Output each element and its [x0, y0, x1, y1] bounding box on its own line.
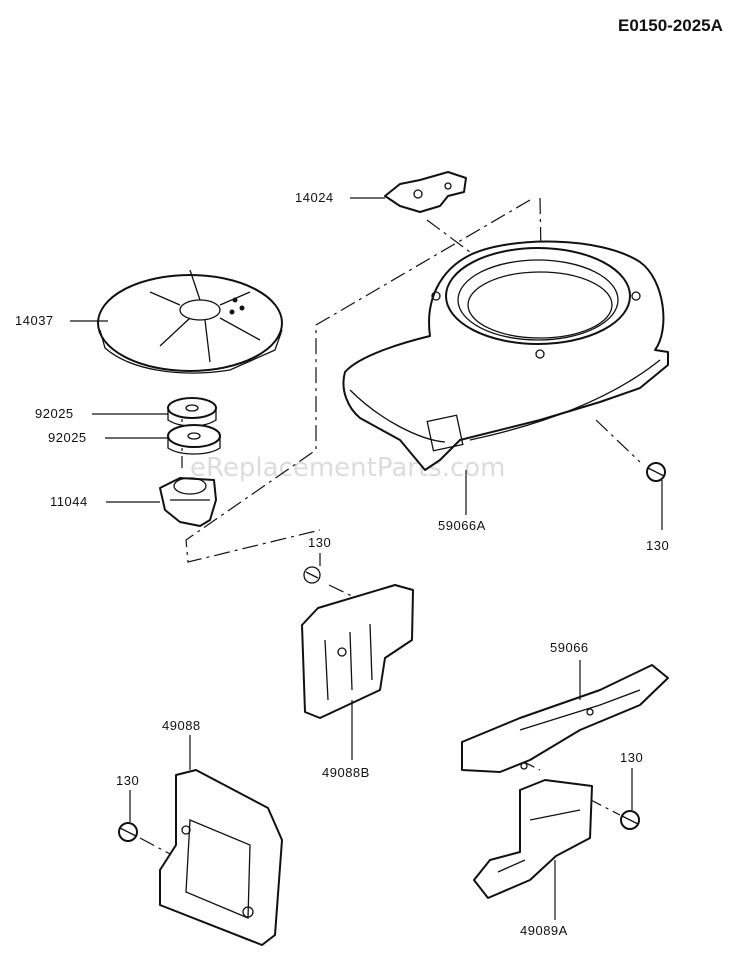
label-130-left: 130 — [116, 773, 139, 788]
part-49088-bracket[interactable] — [159, 769, 283, 946]
part-130-bolt-right[interactable] — [620, 810, 640, 830]
label-49088: 49088 — [162, 718, 201, 733]
part-labels: 14024 14037 92025 92025 11044 59066A 130… — [15, 190, 669, 938]
label-49089a: 49089A — [520, 923, 568, 938]
leader-lines — [70, 197, 663, 920]
part-49088b-plate[interactable] — [301, 566, 414, 719]
part-59066a-fan-housing[interactable] — [342, 240, 669, 471]
part-14024-bracket[interactable] — [384, 171, 467, 213]
label-130-right: 130 — [620, 750, 643, 765]
label-11044: 11044 — [50, 494, 88, 509]
watermark: eReplacementParts.com — [190, 453, 506, 483]
part-130-bolt-housing[interactable] — [646, 462, 666, 482]
part-92025-spacer-lower[interactable] — [167, 424, 221, 455]
part-14037-fan-disc[interactable] — [97, 269, 283, 374]
part-59066-cover[interactable] — [461, 664, 669, 773]
label-92025-upper: 92025 — [35, 406, 74, 421]
label-14037: 14037 — [15, 313, 54, 328]
label-14024: 14024 — [295, 190, 334, 205]
label-130-housing: 130 — [646, 538, 669, 553]
part-92025-spacer-upper[interactable] — [167, 397, 217, 427]
part-11044-hub[interactable] — [159, 477, 217, 527]
part-130-bolt-left[interactable] — [118, 822, 138, 842]
part-49089a-guard[interactable] — [473, 779, 593, 899]
label-59066a: 59066A — [438, 518, 486, 533]
label-92025-lower: 92025 — [48, 430, 87, 445]
label-130-plate: 130 — [308, 535, 331, 550]
diagram-code: E0150-2025A — [618, 16, 723, 35]
label-49088b: 49088B — [322, 765, 370, 780]
label-59066: 59066 — [550, 640, 589, 655]
